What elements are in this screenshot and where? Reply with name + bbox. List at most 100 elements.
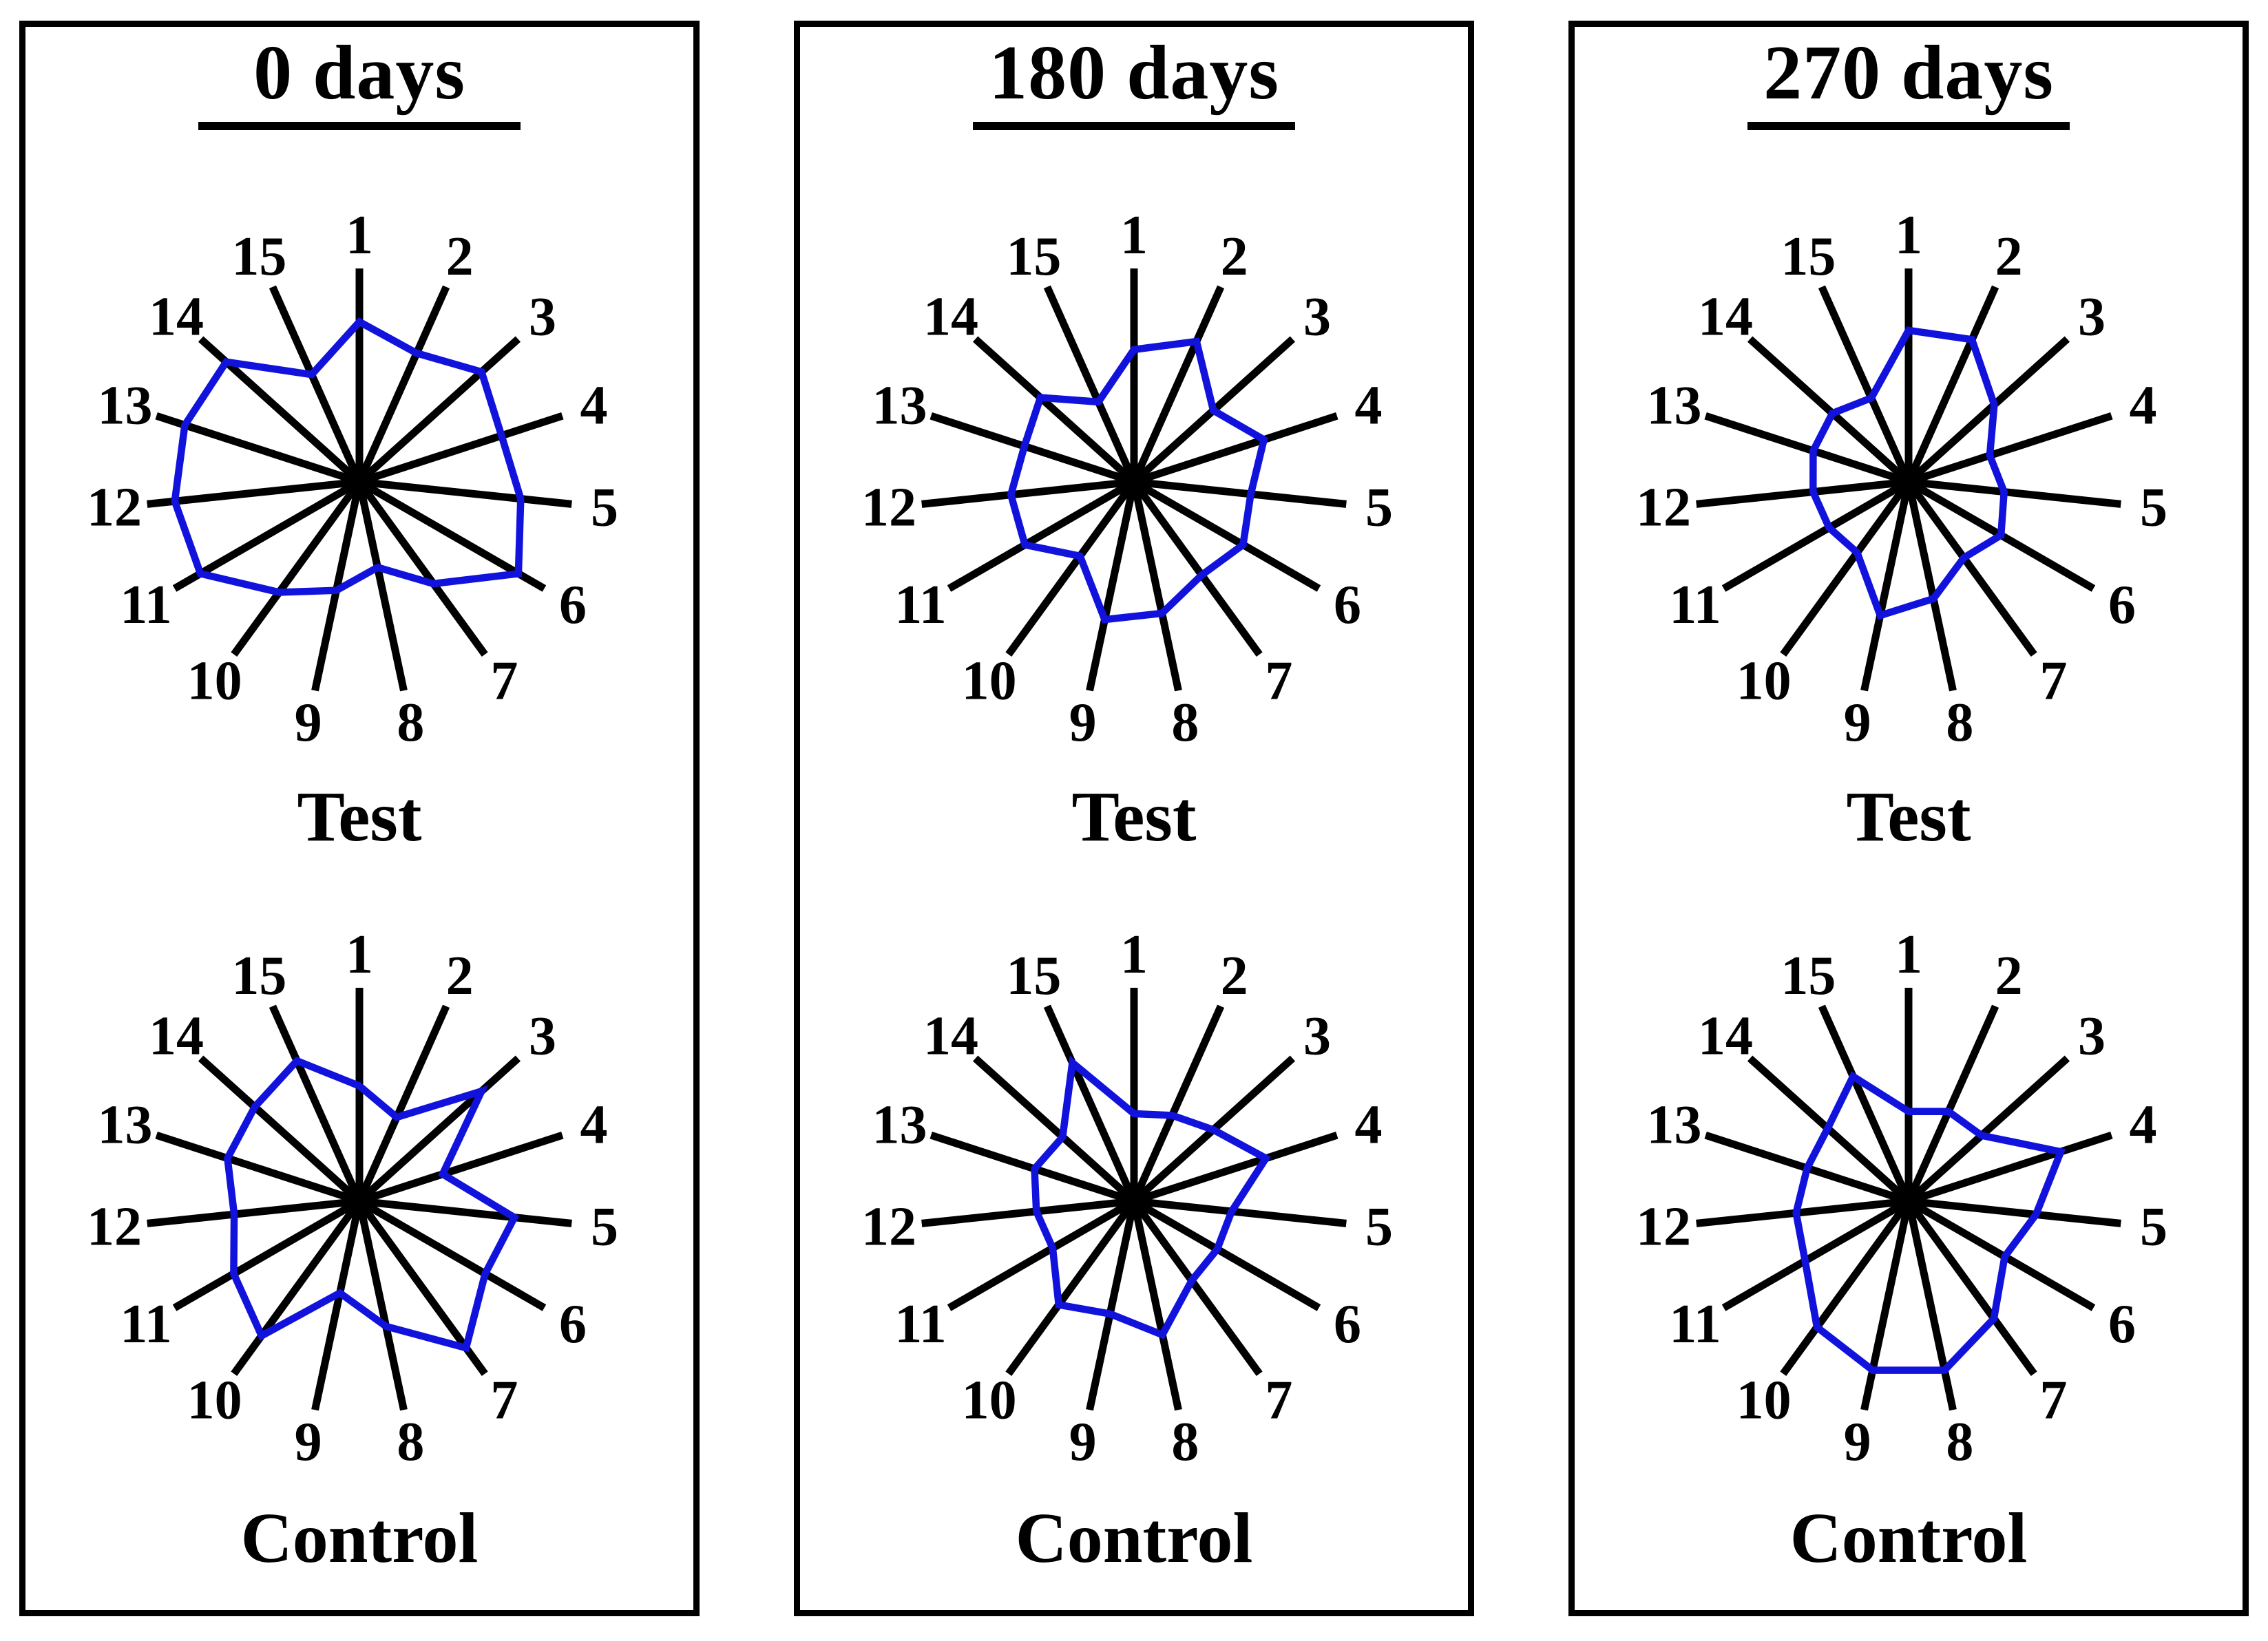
spoke-label-3: 3 bbox=[2078, 287, 2106, 348]
spoke-label-2: 2 bbox=[1221, 946, 1248, 1006]
spoke-2 bbox=[355, 285, 450, 484]
hub-dot bbox=[342, 464, 377, 500]
spoke-12 bbox=[921, 478, 1135, 509]
spoke-14 bbox=[1747, 336, 1911, 485]
spoke-label-6: 6 bbox=[2108, 575, 2136, 635]
chart-caption-test: Test bbox=[1846, 777, 1971, 857]
spoke-label-1: 1 bbox=[346, 207, 373, 266]
spoke-label-11: 11 bbox=[1669, 1294, 1721, 1355]
spoke-label-9: 9 bbox=[1069, 693, 1097, 754]
spoke-label-15: 15 bbox=[1781, 226, 1836, 287]
spoke-label-11: 11 bbox=[120, 575, 172, 635]
chart-caption-control: Control bbox=[1789, 1499, 2028, 1578]
spoke-4 bbox=[358, 412, 564, 486]
spoke-label-13: 13 bbox=[872, 1095, 927, 1156]
spoke-label-2: 2 bbox=[1995, 226, 2023, 287]
spoke-6 bbox=[1907, 1198, 2096, 1311]
spoke-label-7: 7 bbox=[2039, 651, 2067, 712]
spoke-11 bbox=[1721, 1198, 1911, 1311]
spoke-label-10: 10 bbox=[1736, 651, 1792, 712]
spoke-14 bbox=[972, 336, 1137, 485]
spoke-3 bbox=[357, 1055, 521, 1205]
spoke-label-11: 11 bbox=[1669, 575, 1721, 635]
spoke-6 bbox=[357, 1198, 547, 1311]
spoke-2 bbox=[1130, 285, 1225, 484]
spoke-10 bbox=[1780, 480, 1912, 657]
spoke-15 bbox=[1043, 1004, 1138, 1203]
spoke-5 bbox=[1133, 478, 1347, 509]
spoke-label-4: 4 bbox=[1355, 1095, 1383, 1156]
spoke-15 bbox=[269, 1004, 364, 1203]
spoke-9 bbox=[311, 1200, 364, 1411]
spoke-label-14: 14 bbox=[149, 287, 204, 348]
spoke-label-13: 13 bbox=[1647, 376, 1702, 436]
spoke-label-15: 15 bbox=[231, 226, 286, 287]
panel-title: 180 days bbox=[989, 30, 1279, 116]
spoke-15 bbox=[1818, 1004, 1913, 1203]
spoke-label-9: 9 bbox=[1069, 1412, 1097, 1472]
spoke-label-3: 3 bbox=[2078, 1006, 2106, 1067]
spoke-8 bbox=[1130, 1200, 1182, 1411]
spoke-7 bbox=[356, 480, 488, 657]
hub-dot bbox=[342, 1183, 377, 1220]
spoke-label-8: 8 bbox=[397, 1412, 424, 1472]
spoke-label-12: 12 bbox=[87, 1197, 142, 1258]
spoke-label-1: 1 bbox=[346, 926, 373, 985]
spoke-label-7: 7 bbox=[1265, 1370, 1292, 1431]
spoke-label-12: 12 bbox=[87, 478, 142, 538]
spoke-label-3: 3 bbox=[1303, 1006, 1331, 1067]
title-underline bbox=[973, 122, 1295, 131]
spokes bbox=[1696, 988, 2121, 1411]
spoke-10 bbox=[231, 1198, 363, 1377]
spoke-label-15: 15 bbox=[1006, 226, 1061, 287]
spoke-4 bbox=[1907, 1132, 2113, 1205]
spoke-label-14: 14 bbox=[1698, 1006, 1753, 1067]
spoke-15 bbox=[1818, 285, 1913, 484]
spoke-label-13: 13 bbox=[1647, 1095, 1702, 1156]
spoke-label-2: 2 bbox=[446, 226, 474, 287]
spoke-label-12: 12 bbox=[1636, 1197, 1691, 1258]
spoke-label-9: 9 bbox=[295, 1412, 322, 1472]
spoke-label-10: 10 bbox=[187, 651, 242, 712]
spoke-label-2: 2 bbox=[446, 946, 474, 1006]
spoke-label-6: 6 bbox=[1334, 575, 1361, 635]
spoke-label-1: 1 bbox=[1895, 926, 1922, 985]
series-polygon bbox=[223, 1057, 520, 1353]
spoke-label-2: 2 bbox=[1221, 226, 1248, 287]
spoke-2 bbox=[1904, 285, 1999, 484]
spoke-label-7: 7 bbox=[1265, 651, 1292, 712]
spoke-11 bbox=[1721, 478, 1911, 593]
spoke-4 bbox=[1133, 412, 1338, 486]
spoke-label-1: 1 bbox=[1120, 207, 1148, 266]
panel-title: 0 days bbox=[253, 30, 465, 116]
spoke-11 bbox=[172, 478, 361, 593]
chart-caption-test: Test bbox=[297, 777, 422, 857]
spoke-9 bbox=[1860, 1200, 1913, 1411]
spoke-10 bbox=[1005, 1198, 1137, 1377]
spokes bbox=[921, 268, 1347, 692]
spoke-12 bbox=[1696, 478, 1909, 509]
spoke-3 bbox=[357, 336, 521, 485]
spoke-label-4: 4 bbox=[2130, 1095, 2157, 1156]
spoke-label-8: 8 bbox=[1171, 1412, 1199, 1472]
spoke-label-4: 4 bbox=[580, 1095, 608, 1156]
spoke-label-15: 15 bbox=[231, 946, 286, 1006]
spoke-label-14: 14 bbox=[149, 1006, 204, 1067]
hub-dot bbox=[1891, 1183, 1926, 1220]
spoke-9 bbox=[1086, 1200, 1138, 1411]
spoke-label-6: 6 bbox=[559, 575, 587, 635]
spoke-10 bbox=[1780, 1198, 1912, 1377]
spoke-label-3: 3 bbox=[1303, 287, 1331, 348]
spoke-label-9: 9 bbox=[295, 693, 322, 754]
spoke-label-13: 13 bbox=[98, 1095, 153, 1156]
spoke-label-1: 1 bbox=[1120, 926, 1148, 985]
spoke-2 bbox=[1130, 1004, 1225, 1203]
spoke-label-3: 3 bbox=[529, 1006, 556, 1067]
hub-dot bbox=[1116, 464, 1152, 500]
